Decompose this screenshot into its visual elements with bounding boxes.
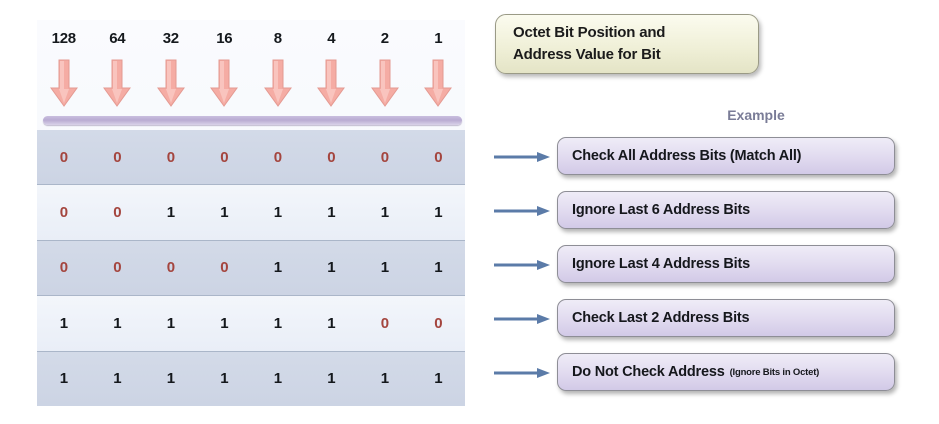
bit-position-header: 4 [327,30,336,47]
bit-cell: 0 [59,148,68,166]
down-arrow-icon [210,59,239,107]
callout-subtext: (Ignore Bits in Octet) [729,366,820,378]
bit-position-header-row: 128 64 32 16 8 4 2 1 [37,24,465,54]
down-arrow-cell [91,58,145,113]
down-arrow-cell [358,58,412,113]
purple-separator-bar [43,116,462,125]
bit-cell: 1 [327,314,336,332]
bit-position-header: 2 [380,30,389,47]
bit-cell: 0 [166,259,175,277]
bit-cell: 0 [59,259,68,277]
bit-cell: 1 [220,204,229,222]
bit-cell: 1 [434,204,443,222]
bit-cell: 0 [380,314,389,332]
down-arrow-row [37,58,465,113]
callout-box[interactable]: Check All Address Bits (Match All) [557,137,895,175]
callout-text: Ignore Last 4 Address Bits [572,256,750,272]
bit-position-header: 1 [434,30,443,47]
bit-cell: 1 [220,370,229,388]
connector-arrow [494,150,552,162]
down-arrow-cell [37,58,91,113]
bit-cell: 1 [273,314,282,332]
bit-cell: 1 [166,370,175,388]
down-arrow-icon [49,59,78,107]
callout-box[interactable]: Check Last 2 Address Bits [557,299,895,337]
connector-arrow [494,204,552,216]
right-arrow-icon [494,368,550,378]
bit-row: 0 0 0 0 1 1 1 1 [37,239,465,296]
bit-cell: 0 [273,148,282,166]
bit-cell: 1 [113,314,122,332]
bit-cell: 0 [59,204,68,222]
right-arrow-icon [494,206,550,216]
bit-position-header: 8 [273,30,282,47]
down-arrow-cell [198,58,252,113]
callout-box[interactable]: Ignore Last 4 Address Bits [557,245,895,283]
bit-cell: 0 [434,148,443,166]
bit-cell: 1 [273,204,282,222]
title-box: Octet Bit Position and Address Value for… [495,14,759,74]
bit-position-header: 128 [51,30,76,47]
bit-cell: 1 [327,204,336,222]
bit-cell: 1 [434,259,443,277]
bit-cell: 1 [166,314,175,332]
down-arrow-icon [103,59,132,107]
down-arrow-icon [424,59,453,107]
connector-arrow [494,258,552,270]
bit-row: 0 0 0 0 0 0 0 0 [37,130,465,185]
bit-cell: 0 [113,259,122,277]
right-arrow-icon [494,260,550,270]
down-arrow-cell [251,58,305,113]
title-line-2: Address Value for Bit [513,46,661,63]
bit-cell: 0 [220,259,229,277]
down-arrow-icon [317,59,346,107]
example-label: Example [727,107,785,123]
connector-arrow [494,312,552,324]
bit-cell: 1 [113,370,122,388]
bit-cell: 1 [166,204,175,222]
right-arrow-icon [494,314,550,324]
bit-position-header: 16 [216,30,233,47]
callout-box[interactable]: Ignore Last 6 Address Bits [557,191,895,229]
bit-cell: 1 [220,314,229,332]
callout-text: Check Last 2 Address Bits [572,310,750,326]
bit-cell: 1 [380,370,389,388]
bit-cell: 0 [327,148,336,166]
callout-text: Ignore Last 6 Address Bits [572,202,750,218]
right-arrow-icon [494,152,550,162]
bit-cell: 1 [59,370,68,388]
bit-position-header: 32 [162,30,179,47]
bit-row: 1 1 1 1 1 1 1 1 [37,350,465,406]
callout-box[interactable]: Do Not Check Address (Ignore Bits in Octe… [557,353,895,391]
bit-row: 0 0 1 1 1 1 1 1 [37,184,465,240]
bit-cell: 0 [166,148,175,166]
bit-grid: 0 0 0 0 0 0 0 0 0 0 1 1 1 1 1 1 0 0 0 0 1 1 1 1 1 1 1 1 1 1 0 0 1 1 1 1 1 1 1 1 [37,130,465,406]
bit-cell: 1 [327,259,336,277]
down-arrow-icon [370,59,399,107]
bit-cell: 0 [380,148,389,166]
down-arrow-cell [305,58,359,113]
callout-text: Check All Address Bits (Match All) [572,148,802,164]
bit-cell: 1 [380,259,389,277]
bit-cell: 1 [434,370,443,388]
callout-text: Do Not Check Address [572,364,725,380]
bit-row: 1 1 1 1 1 1 0 0 [37,295,465,351]
bit-cell: 1 [380,204,389,222]
title-line-1: Octet Bit Position and [513,24,666,41]
down-arrow-icon [263,59,292,107]
bit-cell: 1 [327,370,336,388]
bit-cell: 1 [273,370,282,388]
bit-position-header: 64 [109,30,126,47]
bit-cell: 0 [113,148,122,166]
down-arrow-icon [156,59,185,107]
down-arrow-cell [144,58,198,113]
bit-cell: 1 [59,314,68,332]
connector-arrow [494,366,552,378]
bit-cell: 0 [113,204,122,222]
down-arrow-cell [412,58,466,113]
bit-cell: 0 [434,314,443,332]
bit-cell: 0 [220,148,229,166]
bit-cell: 1 [273,259,282,277]
